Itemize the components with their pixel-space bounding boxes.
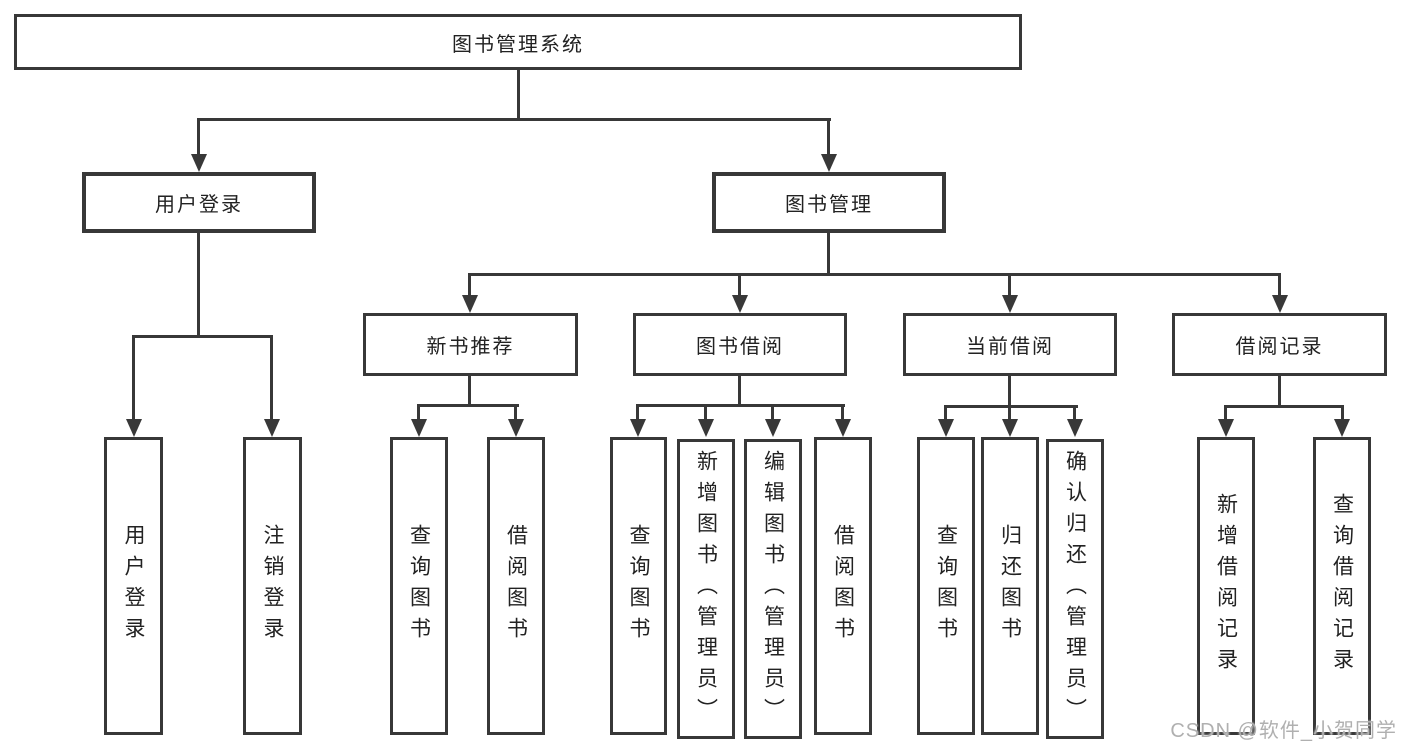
connector-records-stub-2 <box>1341 405 1344 422</box>
node-label: 查询图书 <box>934 524 958 648</box>
connector-current-hbar <box>944 405 1078 408</box>
arrowhead-down-icon <box>835 419 851 437</box>
connector-current-stub-3 <box>1073 405 1076 422</box>
connector-borrowing-stub-3 <box>771 404 774 422</box>
node-label: 查询图书 <box>407 524 431 648</box>
node-query-books-recommend: 查询图书 <box>390 437 448 735</box>
connector-newbook-down <box>468 376 471 407</box>
node-return-books: 归还图书 <box>981 437 1039 735</box>
node-label: 编辑图书（管理员） <box>761 449 785 729</box>
node-borrow-books-borrowing: 借阅图书 <box>814 437 872 735</box>
arrowhead-down-icon <box>411 419 427 437</box>
arrowhead-down-icon <box>1002 419 1018 437</box>
node-query-borrow-record: 查询借阅记录 <box>1313 437 1371 735</box>
arrowhead-down-icon <box>264 419 280 437</box>
node-library-management-system: 图书管理系统 <box>14 14 1022 70</box>
connector-newbook-hbar <box>417 404 519 407</box>
connector-borrowing-hbar <box>636 404 845 407</box>
node-edit-books-admin: 编辑图书（管理员） <box>744 439 802 739</box>
arrowhead-down-icon <box>938 419 954 437</box>
arrowhead-down-icon <box>698 419 714 437</box>
node-add-books-admin: 新增图书（管理员） <box>677 439 735 739</box>
arrowhead-down-icon <box>191 154 207 172</box>
csdn-watermark: CSDN @软件_小贺同学 <box>1170 720 1397 742</box>
connector-root-hbar <box>198 118 831 121</box>
connector-borrowing-stub-4 <box>841 404 844 422</box>
node-label: 新增图书（管理员） <box>694 449 718 729</box>
connector-userlogin-hbar <box>132 335 273 338</box>
connector-newbook-stub-2 <box>514 404 517 422</box>
connector-borrowing-down <box>738 376 741 407</box>
node-user-login: 用户登录 <box>104 437 163 735</box>
node-query-books-borrowing: 查询图书 <box>610 437 667 735</box>
node-new-book-recommendation: 新书推荐 <box>363 313 578 376</box>
node-label: 借阅图书 <box>504 524 528 648</box>
arrowhead-down-icon <box>630 419 646 437</box>
node-label: 借阅图书 <box>831 524 855 648</box>
arrowhead-down-icon <box>1067 419 1083 437</box>
arrowhead-down-icon <box>1218 419 1234 437</box>
connector-bookmgmt-hbar <box>468 273 1281 276</box>
connector-bookmgmt-stub-2 <box>738 273 741 298</box>
node-label: 确认归还（管理员） <box>1063 449 1087 729</box>
node-label: 查询图书 <box>627 524 650 648</box>
node-label: 新增借阅记录 <box>1214 493 1238 679</box>
connector-borrowing-stub-2 <box>704 404 707 422</box>
connector-root-stub-right <box>827 118 830 156</box>
arrowhead-down-icon <box>1272 295 1288 313</box>
connector-bookmgmt-stub-1 <box>468 273 471 298</box>
connector-borrowing-stub-1 <box>636 404 639 422</box>
connector-current-stub-1 <box>944 405 947 422</box>
connector-records-down <box>1278 376 1281 408</box>
connector-userlogin-down <box>197 233 200 337</box>
connector-newbook-stub-1 <box>417 404 420 422</box>
node-label: 注销登录 <box>261 524 284 648</box>
connector-bookmgmt-down <box>827 233 830 275</box>
node-label: 查询借阅记录 <box>1330 493 1354 679</box>
connector-userlogin-stub-2 <box>270 335 273 421</box>
arrowhead-down-icon <box>462 295 478 313</box>
connector-root-stub-left <box>197 118 200 156</box>
node-query-books-current: 查询图书 <box>917 437 975 735</box>
connector-records-hbar <box>1224 405 1344 408</box>
node-add-borrow-record: 新增借阅记录 <box>1197 437 1255 735</box>
node-confirm-return-admin: 确认归还（管理员） <box>1046 439 1104 739</box>
arrowhead-down-icon <box>126 419 142 437</box>
connector-bookmgmt-stub-4 <box>1278 273 1281 298</box>
arrowhead-down-icon <box>1002 295 1018 313</box>
arrowhead-down-icon <box>821 154 837 172</box>
connector-bookmgmt-stub-3 <box>1008 273 1011 298</box>
node-book-management: 图书管理 <box>712 172 946 233</box>
node-logout: 注销登录 <box>243 437 302 735</box>
connector-current-down <box>1008 376 1011 408</box>
node-borrow-books-recommend: 借阅图书 <box>487 437 545 735</box>
arrowhead-down-icon <box>765 419 781 437</box>
arrowhead-down-icon <box>1334 419 1350 437</box>
node-user-login-group: 用户登录 <box>82 172 316 233</box>
node-current-borrowing: 当前借阅 <box>903 313 1117 376</box>
arrowhead-down-icon <box>508 419 524 437</box>
connector-root-down <box>517 70 520 118</box>
node-book-borrowing: 图书借阅 <box>633 313 847 376</box>
connector-userlogin-stub-1 <box>132 335 135 421</box>
arrowhead-down-icon <box>732 295 748 313</box>
connector-current-stub-2 <box>1008 405 1011 422</box>
node-borrowing-records: 借阅记录 <box>1172 313 1387 376</box>
node-label: 用户登录 <box>122 524 145 648</box>
connector-records-stub-1 <box>1224 405 1227 422</box>
node-label: 归还图书 <box>998 524 1022 648</box>
